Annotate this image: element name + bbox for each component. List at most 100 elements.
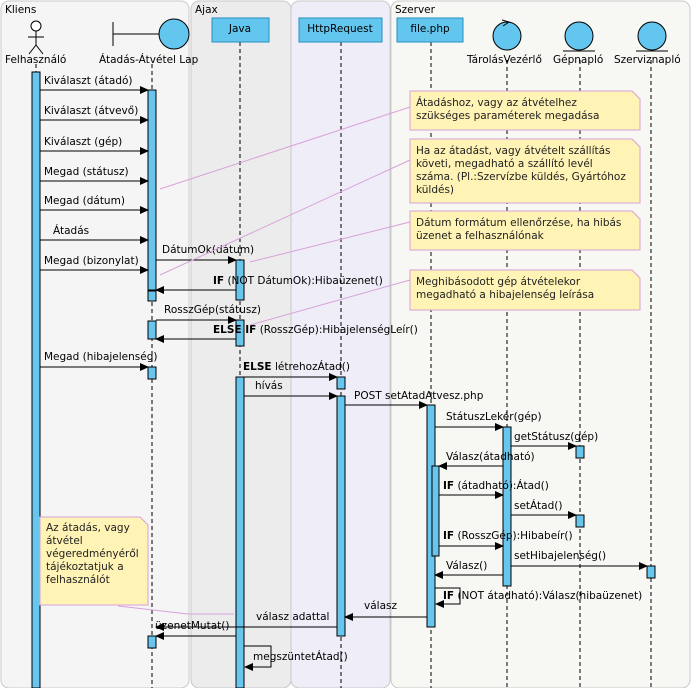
msg-label-14: hívás (255, 380, 283, 392)
note-shape (409, 138, 641, 204)
note-5-line-5: felhasználót (46, 574, 110, 586)
message-labels: Kiválaszt (átadó) Kiválaszt (átvevő) Kiv… (44, 75, 642, 663)
note-2-line-1: Ha az átadást, vagy átvételt szállítás (416, 145, 611, 157)
msg-label-6: Átadás (53, 224, 89, 237)
activation-lap-5 (147, 635, 157, 649)
entity-gepnaplo-label: Gépnapló (553, 54, 603, 66)
msg-label-15: POST setAtadAtvesz.php (354, 390, 484, 402)
boundary-atadas-lap-label: Átadás-Átvétel Lap (99, 53, 199, 66)
note-5-line-3: végeredményéről (46, 548, 139, 560)
object-filephp-label: file.php (410, 23, 450, 35)
control-tarolas-label: TárolásVezérlő (466, 54, 542, 66)
msg-label-16: StátuszLekér(gép) (446, 411, 542, 423)
msg-label-28: megszüntetÁtad() (253, 650, 348, 663)
lane-ajax-label: Ajax (195, 4, 218, 16)
msg-label-8: DátumOk(dátum) (162, 244, 254, 256)
activation-gepnaplo-2 (575, 514, 585, 528)
boundary-icon (112, 18, 190, 50)
note-4-line-1: Meghibásodott gép átvételekor (416, 276, 581, 288)
object-java-label: Java (228, 23, 251, 35)
note-5-line-1: Az átadás, vagy (46, 522, 130, 534)
lane-szerver-label: Szerver (395, 4, 436, 16)
msg-label-12: Megad (hibajelenség) (44, 351, 158, 363)
stick-figure-icon (28, 20, 44, 55)
msg-label-13: ELSE létrehozÁtad() (243, 360, 350, 373)
entity-szerviznaplo-label: Szerviznapló (614, 54, 681, 66)
note-shape (409, 90, 641, 131)
activation-lap-2 (147, 290, 157, 302)
activation-lap-3 (147, 320, 157, 340)
activation-java-3 (235, 376, 245, 688)
msg-label-5: Megad (dátum) (44, 195, 125, 207)
msg-label-25: válasz (364, 600, 397, 612)
actor-felhasznalo: Felhasználó (5, 20, 66, 66)
entity-icon (636, 21, 668, 52)
activation-http-1 (336, 376, 346, 390)
entity-szerviznaplo: Szerviznapló (614, 21, 681, 66)
msg-label-19: IF (átadható):Átad() (443, 479, 549, 492)
msg-arrow-28 (244, 645, 272, 671)
object-httprequest-label: HttpRequest (307, 23, 372, 35)
object-filephp: file.php (396, 17, 464, 43)
note-shape (39, 516, 149, 606)
msg-label-10: RosszGép(státusz) (164, 304, 261, 316)
note-1-line-2: szükséges paraméterek megadása (416, 110, 599, 122)
activation-java-2 (235, 319, 245, 347)
svg-text:Dátum formátum ellenőrzése, ha: Dátum formátum ellenőrzése, ha hibásüzen… (416, 217, 621, 242)
msg-label-27: üzenetMutat() (155, 620, 229, 632)
msg-label-26: válasz adattal (256, 611, 329, 623)
activation-filephp-inner (431, 465, 440, 557)
msg-label-21: IF (RosszGép):Hibabeír() (443, 530, 573, 542)
note-2-line-3: száma. (Pl.:Szervízbe küldés, Gyártóhoz (416, 171, 626, 183)
msg-label-17: getStátusz(gép) (514, 431, 598, 443)
object-java: Java (211, 17, 270, 43)
note-2-line-2: követi, megadható a szállító levél (416, 158, 593, 170)
msg-label-7: Megad (bizonylat) (44, 255, 139, 267)
object-httprequest: HttpRequest (298, 17, 383, 43)
activation-tarolas (502, 426, 512, 587)
msg-label-23: Válasz() (446, 560, 487, 572)
msg-label-22: setHibajelenség() (514, 550, 606, 562)
msg-label-3: Kiválaszt (gép) (44, 136, 122, 148)
control-tarolas-vezerlo: TárolásVezérlő (466, 19, 542, 66)
messages (40, 86, 648, 671)
note-5-line-2: átvétel (46, 535, 83, 547)
lane-kliens-label: Kliens (5, 4, 36, 16)
msg-label-4: Megad (státusz) (44, 166, 129, 178)
note-connectors (117, 106, 411, 615)
boundary-atadas-lap: Átadás-Átvétel Lap (99, 18, 199, 66)
activation-http-2 (336, 395, 346, 637)
note-shape (409, 269, 641, 311)
msg-arrow-24 (435, 587, 461, 608)
actor-felhasznalo-label: Felhasználó (5, 54, 66, 66)
lane-kliens (0, 0, 190, 688)
msg-label-9: IF (NOT DátumOk):Hibaüzenet() (213, 275, 383, 287)
note-5-line-4: tájékoztatjuk a (46, 561, 124, 573)
msg-label-1: Kiválaszt (átadó) (44, 75, 133, 87)
msg-label-24: IF (NOT átadható):Válasz(hibaüzenet) (443, 590, 642, 602)
entity-gepnaplo: Gépnapló (553, 21, 603, 66)
activation-szerviznaplo (646, 565, 656, 579)
activation-felhasznalo (31, 71, 41, 688)
msg-label-11: ELSE IF (RosszGép):HibajelenségLeír() (213, 324, 418, 336)
activation-lap-1 (147, 89, 157, 291)
activation-lap-4 (147, 366, 157, 380)
note-4-line-2: megadható a hibajelenség leírása (416, 289, 594, 301)
activation-bars (31, 71, 656, 688)
control-icon (492, 19, 522, 51)
activation-gepnaplo-1 (575, 445, 585, 459)
svg-text:Ha az átadást, vagy átvételt s: Ha az átadást, vagy átvételt szállításkö… (416, 145, 626, 196)
msg-label-20: setÁtad() (514, 499, 562, 512)
note-2-line-4: küldés) (416, 184, 454, 196)
note-1-line-1: Átadáshoz, vagy az átvételhez (416, 96, 577, 109)
note-3-line-2: üzenet a felhasználónak (416, 230, 545, 242)
activation-java-1 (235, 259, 245, 301)
